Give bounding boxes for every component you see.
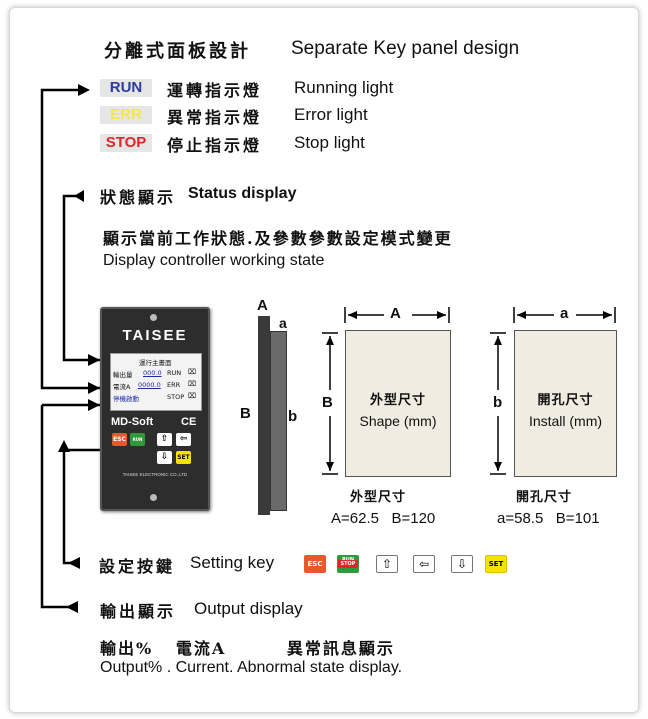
screw-top bbox=[150, 314, 157, 321]
panel-up-key[interactable]: ⇧ bbox=[157, 433, 172, 446]
lcd-title: 運行主畫面 bbox=[139, 359, 172, 367]
title-zh: 分離式面板設計 bbox=[104, 41, 251, 62]
lcd-row2-value: 0000.0 bbox=[138, 381, 161, 389]
status-desc-zh: 顯示當前工作狀態.及參數參數設定模式變更 bbox=[103, 229, 453, 248]
ce-mark: CE bbox=[181, 416, 197, 428]
side-label-B: B bbox=[240, 405, 251, 422]
status-connector bbox=[62, 194, 100, 362]
shape-box-en: Shape (mm) bbox=[359, 413, 437, 429]
install-dim-b: b bbox=[493, 394, 503, 411]
status-en: Status display bbox=[188, 185, 297, 202]
shape-dim-B: B bbox=[322, 394, 333, 411]
up-key[interactable]: ⇧ bbox=[376, 555, 398, 573]
install-caption-zh: 開孔尺寸 bbox=[516, 490, 573, 505]
err-light-en: Error light bbox=[294, 105, 368, 124]
lcd-row3-flag: STOP bbox=[167, 393, 185, 401]
side-label-A: A bbox=[257, 297, 268, 314]
panel-footer: TAISEE ELECTRONIC CO.,LTD bbox=[122, 472, 188, 477]
panel-set-key[interactable]: SET bbox=[176, 451, 191, 464]
run-badge: RUN bbox=[100, 79, 152, 97]
install-dim-a: a bbox=[560, 305, 569, 322]
lcd-stop-indicator-icon: ⌧ bbox=[188, 392, 197, 400]
setting-key-zh: 設定按鍵 bbox=[99, 557, 176, 576]
lcd-row1-flag: RUN bbox=[167, 369, 182, 377]
lcd-row2-flag: ERR bbox=[167, 381, 181, 389]
indicator-connector bbox=[40, 88, 100, 390]
set-key[interactable]: SET bbox=[485, 555, 507, 573]
stop-light-zh: 停止指示燈 bbox=[167, 136, 263, 155]
run-stop-key[interactable]: RUN STOP bbox=[337, 555, 359, 573]
setting-key-en: Setting key bbox=[190, 553, 275, 572]
controller-panel: TAISEE 運行主畫面 輸出量 000.0 RUN 電流A 0000.0 ER… bbox=[100, 307, 210, 511]
shape-dim-A: A bbox=[390, 305, 401, 322]
shape-caption-values: A=62.5 B=120 bbox=[331, 510, 436, 527]
err-badge: ERR bbox=[100, 106, 152, 124]
install-box-zh: 開孔尺寸 bbox=[537, 393, 594, 408]
side-profile-body bbox=[270, 331, 287, 511]
shape-caption-zh: 外型尺寸 bbox=[350, 490, 407, 505]
err-light-zh: 異常指示燈 bbox=[167, 108, 263, 127]
side-label-b: b bbox=[288, 408, 298, 425]
down-key[interactable]: ⇩ bbox=[451, 555, 473, 573]
lcd-run-indicator-icon: ⌧ bbox=[188, 368, 197, 376]
stop-key-label: STOP bbox=[338, 560, 358, 568]
output-zh: 輸出顯示 bbox=[100, 602, 177, 621]
panel-left-key[interactable]: ⇦ bbox=[176, 433, 191, 446]
lcd-row2-label: 電流A bbox=[113, 383, 131, 391]
panel-down-key[interactable]: ⇩ bbox=[157, 451, 172, 464]
panel-run-stop-key[interactable]: RUN bbox=[130, 433, 145, 446]
lcd-row1-value: 000.0 bbox=[143, 369, 162, 377]
screw-bottom bbox=[150, 494, 157, 501]
run-light-en: Running light bbox=[294, 78, 394, 97]
panel-esc-key[interactable]: ESC bbox=[112, 433, 127, 446]
lcd-err-indicator-icon: ⌧ bbox=[188, 380, 197, 388]
lcd-row1-label: 輸出量 bbox=[113, 371, 133, 379]
output-en: Output display bbox=[194, 599, 303, 618]
title-en: Separate Key panel design bbox=[291, 38, 520, 59]
output-desc-en: Output% . Current. Abnormal state displa… bbox=[100, 659, 403, 676]
run-light-zh: 運轉指示燈 bbox=[167, 81, 263, 100]
lcd-screen: 運行主畫面 輸出量 000.0 RUN 電流A 0000.0 ERR 停機啟動 … bbox=[110, 353, 202, 411]
side-label-a: a bbox=[279, 315, 287, 331]
left-key[interactable]: ⇦ bbox=[413, 555, 435, 573]
stop-light-en: Stop light bbox=[294, 133, 365, 152]
status-zh: 狀態顯示 bbox=[100, 188, 177, 207]
install-caption-values: a=58.5 B=101 bbox=[497, 510, 600, 527]
shape-box-zh: 外型尺寸 bbox=[369, 393, 426, 408]
model-label: MD-Soft bbox=[111, 416, 154, 428]
stop-badge: STOP bbox=[100, 134, 152, 152]
shape-box: 外型尺寸 Shape (mm) bbox=[345, 330, 451, 477]
brand-label: TAISEE bbox=[122, 327, 188, 344]
esc-key[interactable]: ESC bbox=[304, 555, 326, 573]
status-desc-en: Display controller working state bbox=[103, 252, 325, 269]
output-desc-zh: 輸出% 電流A 異常訊息顯示 bbox=[100, 639, 395, 658]
side-profile-bezel bbox=[258, 316, 270, 515]
lcd-row3-label: 停機啟動 bbox=[113, 395, 139, 403]
install-box: 開孔尺寸 Install (mm) bbox=[514, 330, 617, 477]
install-box-en: Install (mm) bbox=[528, 413, 603, 429]
